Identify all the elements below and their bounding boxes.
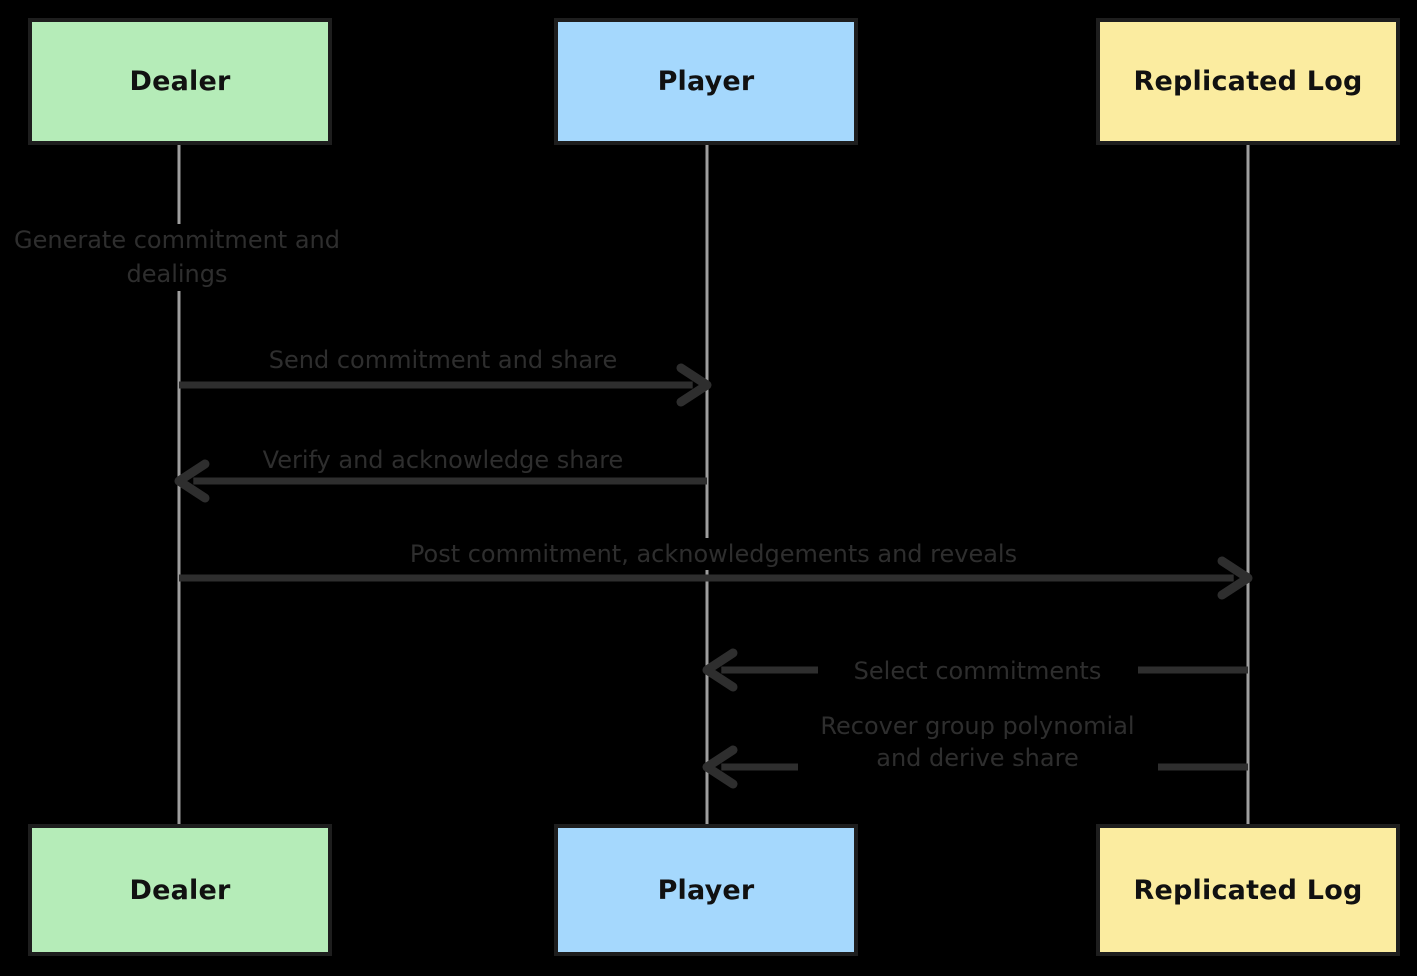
participant-label-dealer-bottom: Dealer: [129, 874, 231, 906]
arrow-head: [676, 363, 712, 407]
participant-box-dealer-top[interactable]: Dealer: [28, 18, 332, 145]
participant-box-player-bottom[interactable]: Player: [554, 824, 858, 956]
message-arrow-msg-send-commitment[interactable]: [179, 363, 712, 407]
participant-box-log-top[interactable]: Replicated Log: [1096, 18, 1400, 145]
participant-label-player-top: Player: [657, 66, 755, 97]
message-arrow-msg-select-commitments[interactable]: [702, 648, 1248, 692]
arrow-head: [1217, 556, 1253, 600]
participant-box-player-top[interactable]: Player: [554, 18, 858, 145]
arrow-head: [702, 745, 738, 789]
message-arrow-msg-verify-ack[interactable]: [174, 459, 707, 503]
participant-box-dealer-bottom[interactable]: Dealer: [28, 824, 332, 956]
note-generate-commitment-and-dealings: Generate commitment and dealings: [12, 224, 342, 292]
participant-label-log-bottom: Replicated Log: [1133, 874, 1363, 906]
arrow-head: [702, 648, 738, 692]
message-arrow-msg-recover-group[interactable]: [702, 745, 1248, 789]
participant-label-log-top: Replicated Log: [1133, 66, 1363, 97]
arrow-head: [174, 459, 210, 503]
participant-label-player-bottom: Player: [657, 874, 755, 906]
participant-label-dealer-top: Dealer: [129, 66, 231, 97]
participant-box-log-bottom[interactable]: Replicated Log: [1096, 824, 1400, 956]
message-arrow-msg-post-commitment[interactable]: [179, 556, 1253, 600]
